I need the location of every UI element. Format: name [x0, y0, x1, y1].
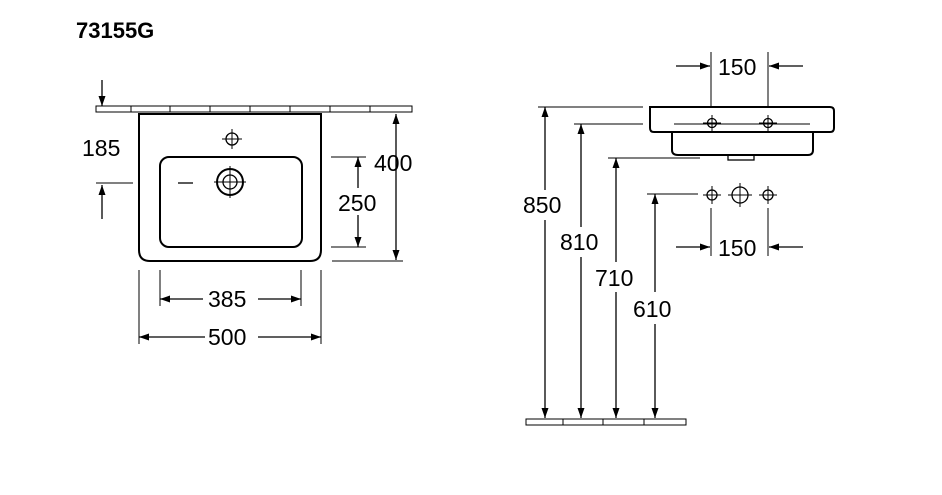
dim-label-385: 385	[208, 286, 246, 312]
dim-label-850: 850	[523, 192, 561, 218]
drain-icon	[178, 166, 246, 198]
dim-label-400: 400	[374, 150, 412, 176]
tap-hole-icon	[759, 115, 777, 131]
dim-height-610: 610	[633, 194, 671, 418]
dim-label-610: 610	[633, 296, 671, 322]
dim-label-250: 250	[338, 190, 376, 216]
dim-height-850: 850	[523, 107, 561, 418]
dim-label-150-top: 150	[718, 54, 756, 80]
dim-label-185: 185	[82, 135, 120, 161]
dim-label-810: 810	[560, 229, 598, 255]
tap-hole-icon	[759, 186, 777, 204]
elevation-view: 150	[523, 52, 835, 426]
dim-tap-spacing-bottom: 150	[676, 208, 803, 261]
model-title: 73155G	[76, 18, 155, 43]
dim-total-width: 500	[138, 270, 322, 350]
tap-hole-large-icon	[728, 183, 752, 207]
dim-tap-spacing-top: 150	[676, 52, 803, 108]
tap-hole-icon	[703, 186, 721, 204]
bowl-outline	[159, 156, 303, 248]
dim-bowl-depth: 250	[331, 156, 376, 248]
tap-hole-icon	[703, 115, 721, 131]
tap-holes-row	[703, 183, 777, 207]
dim-height-710: 710	[595, 158, 633, 418]
plan-view: 185 400 250 385	[82, 80, 413, 350]
tap-hole-icon	[222, 129, 242, 149]
dim-label-500: 500	[208, 324, 246, 350]
wall-strip-plan	[95, 105, 413, 113]
dim-depth-total: 400	[332, 114, 412, 262]
dim-height-810: 810	[560, 124, 598, 418]
dim-bowl-width: 385	[159, 270, 302, 312]
dim-label-150-bottom: 150	[718, 235, 756, 261]
basin-outline	[138, 113, 322, 262]
dim-label-710: 710	[595, 265, 633, 291]
floor-strip	[525, 418, 687, 426]
dim-front-offset: 185	[82, 80, 133, 219]
basin-profile	[649, 106, 835, 161]
